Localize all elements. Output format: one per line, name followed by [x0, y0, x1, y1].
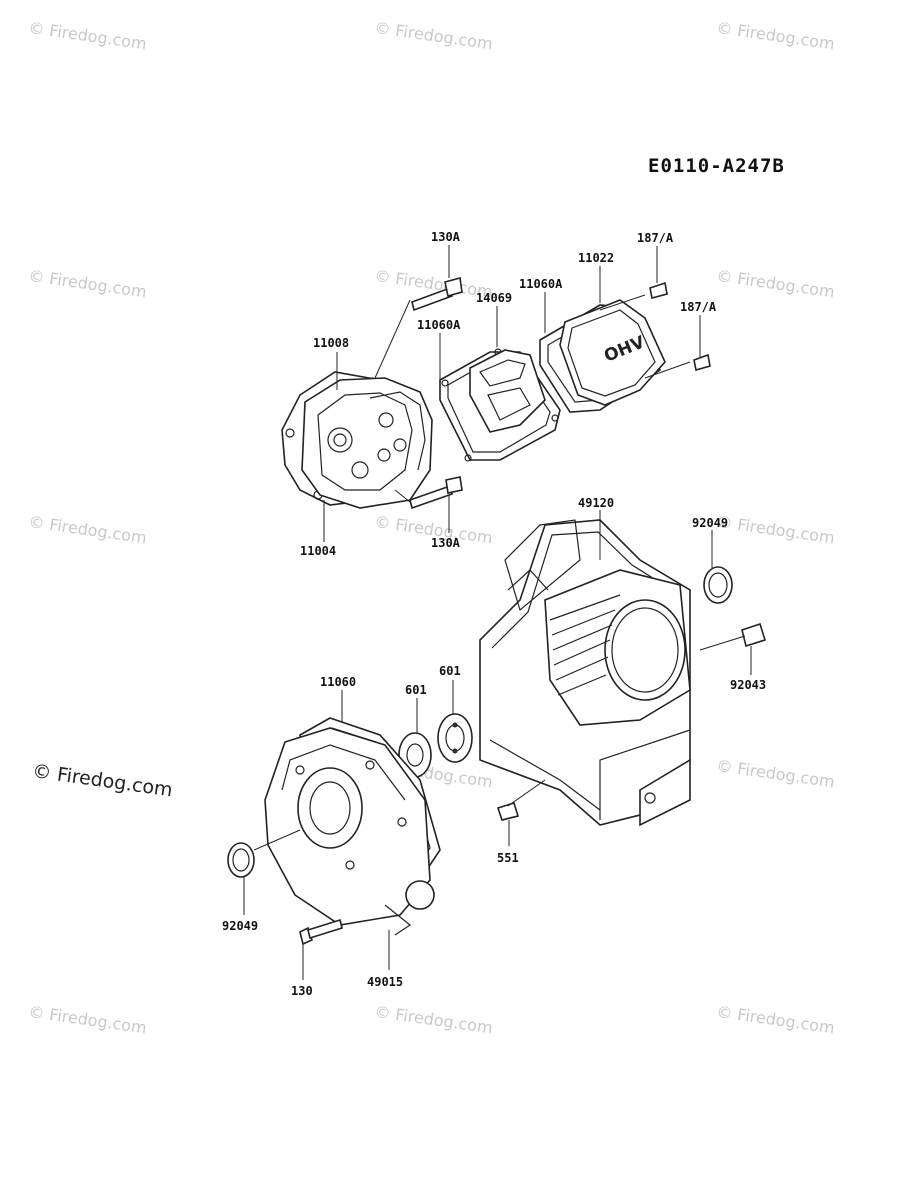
- part-label-187a[interactable]: 187/A: [637, 231, 674, 245]
- crankcase-cover-49015[interactable]: [264, 727, 435, 936]
- part-label-601[interactable]: 601: [405, 683, 427, 697]
- leader-lines: [243, 245, 752, 980]
- part-label-92049[interactable]: 92049: [222, 919, 259, 933]
- diagram-id: E0110-A247B: [648, 155, 785, 177]
- part-label-130a[interactable]: 130A: [431, 230, 460, 244]
- rocker-cover-11022[interactable]: OHV: [559, 299, 666, 406]
- part-label-11060a[interactable]: 11060A: [417, 318, 461, 332]
- part-label-49015[interactable]: 49015: [367, 975, 404, 989]
- bolt-130a-bottom[interactable]: [409, 476, 463, 510]
- part-label-92049[interactable]: 92049: [692, 516, 729, 530]
- dowel-pin-92043[interactable]: [741, 622, 767, 648]
- part-label-92043[interactable]: 92043: [730, 678, 767, 692]
- bolt-187a-1[interactable]: [649, 281, 668, 299]
- bolt-130[interactable]: [299, 918, 343, 946]
- part-label-11060a[interactable]: 11060A: [519, 277, 563, 291]
- part-label-130a[interactable]: 130A: [431, 536, 460, 550]
- bolt-130a-top[interactable]: [411, 276, 463, 312]
- part-label-187a[interactable]: 187/A: [680, 300, 717, 314]
- part-label-14069[interactable]: 14069: [476, 291, 513, 305]
- oil-seal-92049-left[interactable]: [227, 842, 255, 878]
- part-label-130[interactable]: 130: [291, 984, 313, 998]
- breather-14069[interactable]: [469, 349, 546, 433]
- bolt-187a-2[interactable]: [693, 353, 711, 372]
- part-label-11008[interactable]: 11008: [313, 336, 350, 350]
- part-label-551[interactable]: 551: [497, 851, 519, 865]
- cylinder-head-11008[interactable]: [301, 377, 433, 509]
- part-label-11004[interactable]: 11004: [300, 544, 337, 558]
- crankcase-49120[interactable]: [479, 519, 691, 827]
- part-label-11060[interactable]: 11060: [320, 675, 357, 689]
- ball-bearing-601-b[interactable]: [437, 713, 473, 763]
- part-label-49120[interactable]: 49120: [578, 496, 615, 510]
- part-label-11022[interactable]: 11022: [578, 251, 615, 265]
- oil-seal-92049-right[interactable]: [703, 566, 733, 604]
- dowel-pin-551[interactable]: [496, 801, 520, 821]
- part-label-601[interactable]: 601: [439, 664, 461, 678]
